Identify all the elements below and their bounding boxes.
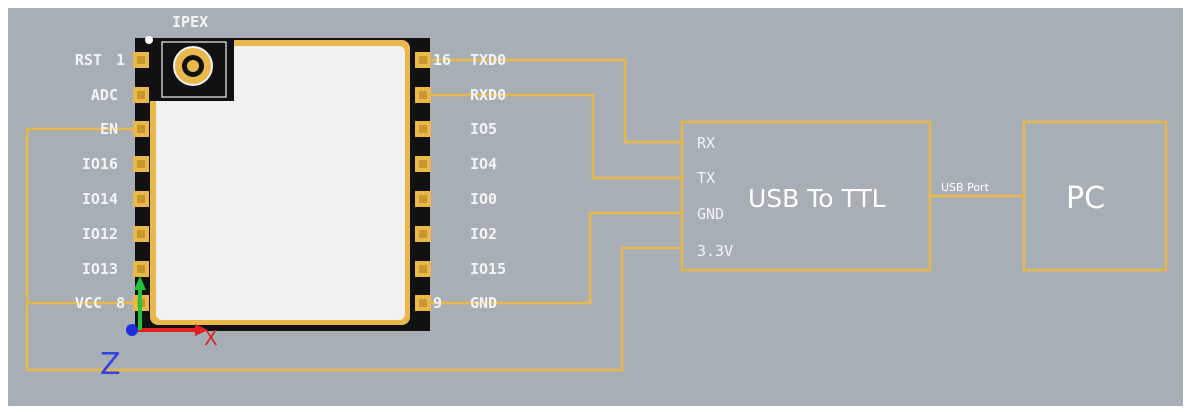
z-axis-dot	[126, 324, 138, 336]
left-pin-1-label: RST	[75, 51, 102, 69]
left-pin-3-label: EN	[100, 120, 118, 138]
left-pin-4-pad-center	[137, 160, 145, 168]
shield-can	[156, 46, 405, 320]
left-pin-5-pad-center	[137, 195, 145, 203]
z-axis-label: Z	[100, 347, 121, 382]
pc-node: PC	[1022, 120, 1168, 272]
pc-title: PC	[1066, 181, 1105, 216]
left-pin-2-label: ADC	[91, 86, 118, 104]
right-pin-7-pad-center	[419, 265, 427, 273]
wire-gnd-gnd	[430, 211, 682, 305]
left-pin-2-pad-center	[137, 91, 145, 99]
wire-txd0-rx	[430, 58, 682, 144]
usb-ttl-pin-gnd: GND	[697, 205, 724, 223]
right-pin-6-label: IO2	[470, 225, 497, 243]
right-pin-7-label: IO15	[470, 260, 506, 278]
left-pin-6-label: IO12	[82, 225, 118, 243]
left-pin-6-pad-center	[137, 230, 145, 238]
ipex-connector-core	[187, 60, 199, 72]
right-pin-4-pad-center	[419, 160, 427, 168]
right-pin-5-label: IO0	[470, 190, 497, 208]
left-pin-8-number: 8	[116, 294, 125, 312]
right-pin-1-number: 16	[433, 51, 451, 69]
pc-box	[1022, 120, 1168, 272]
right-pin-3-pad-center	[419, 125, 427, 133]
right-pin-5-pad-center	[419, 195, 427, 203]
left-pin-8-label: VCC	[75, 294, 102, 312]
right-pin-6-pad-center	[419, 230, 427, 238]
right-pin-2-label: RXD0	[470, 86, 506, 104]
left-pin-1-number: 1	[116, 51, 125, 69]
right-pin-1-label: TXD0	[470, 51, 506, 69]
right-pin-8-pad-center	[419, 299, 427, 307]
right-pin-3-label: IO5	[470, 120, 497, 138]
right-pin-2-pad-center	[419, 91, 427, 99]
left-pin-1-pad-center	[137, 56, 145, 64]
usb-ttl-pin-3v3: 3.3V	[697, 242, 733, 260]
usb-ttl-adapter: RX TX GND 3.3V USB To TTL	[680, 120, 932, 272]
wire-rxd0-tx	[430, 93, 682, 180]
ipex-outline	[161, 41, 227, 98]
x-axis-arrowhead	[195, 324, 208, 336]
left-pin-5-label: IO14	[82, 190, 118, 208]
antenna-label: IPEX	[172, 13, 208, 31]
usb-ttl-pin-tx: TX	[697, 169, 715, 187]
left-pin-7-label: IO13	[82, 260, 118, 278]
left-pin-3-pad-center	[137, 125, 145, 133]
left-pin-4-label: IO16	[82, 155, 118, 173]
right-pin-1-pad-center	[419, 56, 427, 64]
esp-module: IPEX	[135, 13, 430, 331]
wire-en-3v3	[25, 127, 682, 372]
right-pin-4-label: IO4	[470, 155, 497, 173]
usb-port-label: USB Port	[941, 181, 990, 194]
axis-gizmo: Z X	[100, 276, 218, 382]
x-axis-label: X	[204, 326, 218, 350]
usb-ttl-box	[680, 120, 932, 272]
usb-ttl-pin-rx: RX	[697, 134, 715, 152]
usb-ttl-title: USB To TTL	[748, 184, 886, 213]
wires	[25, 58, 1024, 372]
y-axis-arrowhead	[134, 276, 146, 290]
left-pin-7-pad-center	[137, 265, 145, 273]
pin1-marker	[145, 36, 153, 44]
right-pin-8-label: GND	[470, 294, 497, 312]
right-pin-8-number: 9	[433, 294, 442, 312]
